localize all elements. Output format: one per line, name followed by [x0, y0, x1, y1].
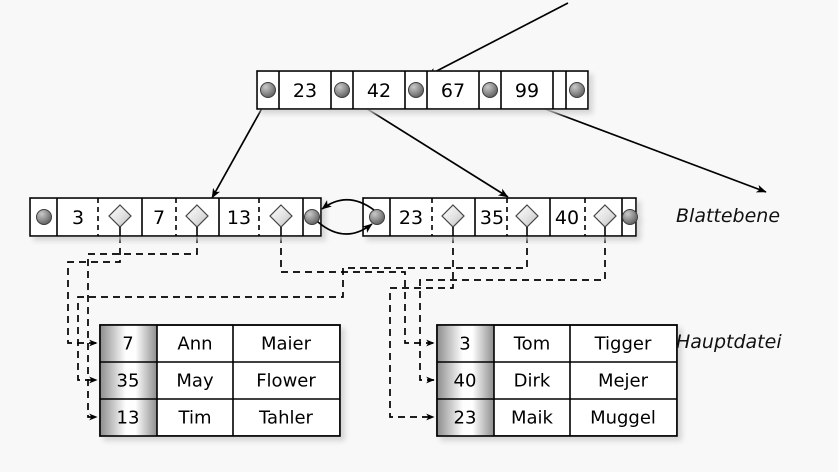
leaf-right-key-0: 23 — [399, 207, 423, 229]
right-table-r2-key: 23 — [454, 408, 477, 429]
label-hauptdatei: Hauptdatei — [676, 331, 782, 353]
leaf-node-right[interactable]: 23 35 40 — [362, 197, 638, 237]
root-pointer-dot-0[interactable] — [260, 82, 276, 98]
right-table-r0-key: 3 — [459, 334, 470, 355]
leaf-left-key-0: 3 — [72, 207, 84, 229]
label-blattebene: Blattebene — [676, 205, 780, 227]
root-key-2: 67 — [441, 80, 465, 102]
hauptdatei-table-right[interactable]: 3 Tom Tigger 40 Dirk Mejer 23 Maik Mugge… — [436, 324, 678, 437]
leaf-right-prev-pointer[interactable] — [369, 209, 385, 225]
leaf-sibling-links — [317, 198, 375, 235]
right-table-r2-last: Muggel — [590, 408, 656, 429]
tree-pointer-edges — [211, 2, 767, 199]
right-table-r1-last: Mejer — [598, 371, 649, 392]
leaf-left-key-1: 7 — [153, 207, 165, 229]
left-table-r2-last: Tahler — [258, 408, 314, 429]
root-pointer-dot-2[interactable] — [408, 82, 424, 98]
right-table-r0-last: Tigger — [594, 334, 652, 355]
leaf-right-next-pointer[interactable] — [622, 209, 638, 225]
leaf-node-left[interactable]: 3 7 13 — [29, 197, 322, 237]
leaf-left-prev-pointer[interactable] — [36, 209, 52, 225]
left-table-r1-key: 35 — [117, 371, 140, 392]
left-table-r0-first: Ann — [177, 334, 212, 355]
left-table-r2-first: Tim — [178, 408, 212, 429]
right-table-r0-first: Tom — [513, 334, 550, 355]
right-table-r1-first: Dirk — [514, 371, 551, 392]
root-pointer-dot-4[interactable] — [569, 82, 585, 98]
root-key-3: 99 — [515, 80, 539, 102]
leaf-right-key-1: 35 — [480, 207, 504, 229]
incoming-root-arrow — [426, 2, 569, 77]
leaf-left-next-pointer[interactable] — [304, 209, 320, 225]
root-key-0: 23 — [293, 80, 317, 102]
left-table-r0-last: Maier — [261, 334, 312, 355]
right-table-r1-key: 40 — [454, 371, 477, 392]
left-table-r1-first: May — [176, 371, 214, 392]
leaf-left-key-2: 13 — [227, 207, 251, 229]
root-pointer-dot-1[interactable] — [334, 82, 350, 98]
left-table-r1-last: Flower — [256, 371, 316, 392]
root-key-1: 42 — [367, 80, 391, 102]
left-table-r0-key: 7 — [122, 334, 133, 355]
dashed-reference-links — [67, 236, 606, 421]
leaf-right-key-2: 40 — [555, 207, 579, 229]
root-pointer-dot-3[interactable] — [482, 82, 498, 98]
right-table-r2-first: Maik — [511, 408, 554, 429]
left-table-r2-key: 13 — [117, 408, 140, 429]
hauptdatei-table-left[interactable]: 7 Ann Maier 35 May Flower 13 Tim Tahler — [99, 324, 341, 437]
root-index-node[interactable]: 23 42 67 99 — [256, 70, 589, 110]
